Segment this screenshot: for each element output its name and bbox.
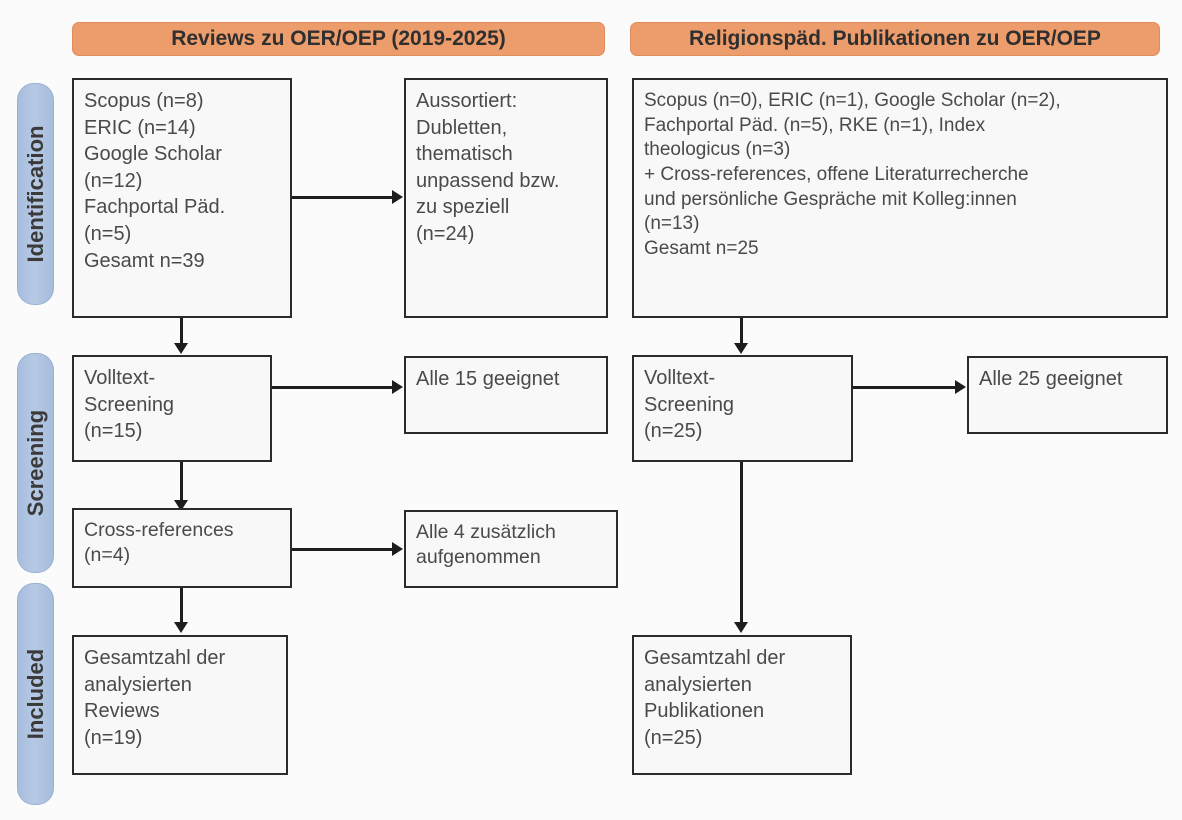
stage-pill-included: Included — [17, 583, 54, 805]
connector-left-crossrefs-to-result — [292, 548, 392, 551]
column-header-religionspaed: Religionspäd. Publikationen zu OER/OEP — [630, 22, 1160, 56]
arrowhead-left-sources-to-excluded — [392, 190, 403, 204]
connector-left-fulltext-to-result — [272, 386, 392, 389]
arrowhead-right-fulltext-to-result — [955, 380, 966, 394]
stage-label-screening: Screening — [22, 409, 48, 517]
stage-pill-identification: Identification — [17, 83, 54, 305]
column-header-reviews: Reviews zu OER/OEP (2019-2025) — [72, 22, 605, 56]
connector-left-fulltext-to-crossrefs — [180, 462, 183, 504]
connector-right-fulltext-to-included — [740, 462, 743, 624]
box-left-sources: Scopus (n=8) ERIC (n=14) Google Scholar … — [72, 78, 292, 318]
box-right-sources: Scopus (n=0), ERIC (n=1), Google Scholar… — [632, 78, 1168, 318]
box-left-fulltext-result: Alle 15 geeignet — [404, 356, 608, 434]
connector-left-sources-to-excluded — [292, 196, 392, 199]
connector-right-sources-to-fulltext — [740, 318, 743, 345]
connector-left-sources-to-fulltext — [180, 318, 183, 345]
arrowhead-left-crossrefs-to-result — [392, 542, 403, 556]
stage-label-identification: Identification — [22, 125, 48, 263]
box-right-fulltext-screening: Volltext- Screening (n=25) — [632, 355, 853, 462]
box-left-included: Gesamtzahl der analysierten Reviews (n=1… — [72, 635, 288, 775]
stage-pill-screening: Screening — [17, 353, 54, 573]
connector-left-crossrefs-to-included — [180, 588, 183, 624]
arrowhead-left-sources-to-fulltext — [174, 343, 188, 354]
stage-label-included: Included — [22, 648, 48, 740]
box-left-excluded: Aussortiert: Dubletten, thematisch unpas… — [404, 78, 608, 318]
connector-right-fulltext-to-result — [853, 386, 955, 389]
arrowhead-left-fulltext-to-result — [392, 380, 403, 394]
box-right-included: Gesamtzahl der analysierten Publikatione… — [632, 635, 852, 775]
box-right-fulltext-result: Alle 25 geeignet — [967, 356, 1168, 434]
box-left-crossrefs-result: Alle 4 zusätzlich aufgenommen — [404, 510, 618, 588]
arrowhead-left-crossrefs-to-included — [174, 622, 188, 633]
arrowhead-right-fulltext-to-included — [734, 622, 748, 633]
box-left-fulltext-screening: Volltext- Screening (n=15) — [72, 355, 272, 462]
box-left-crossrefs: Cross-references (n=4) — [72, 508, 292, 588]
arrowhead-left-fulltext-to-crossrefs — [174, 500, 188, 511]
arrowhead-right-sources-to-fulltext — [734, 343, 748, 354]
